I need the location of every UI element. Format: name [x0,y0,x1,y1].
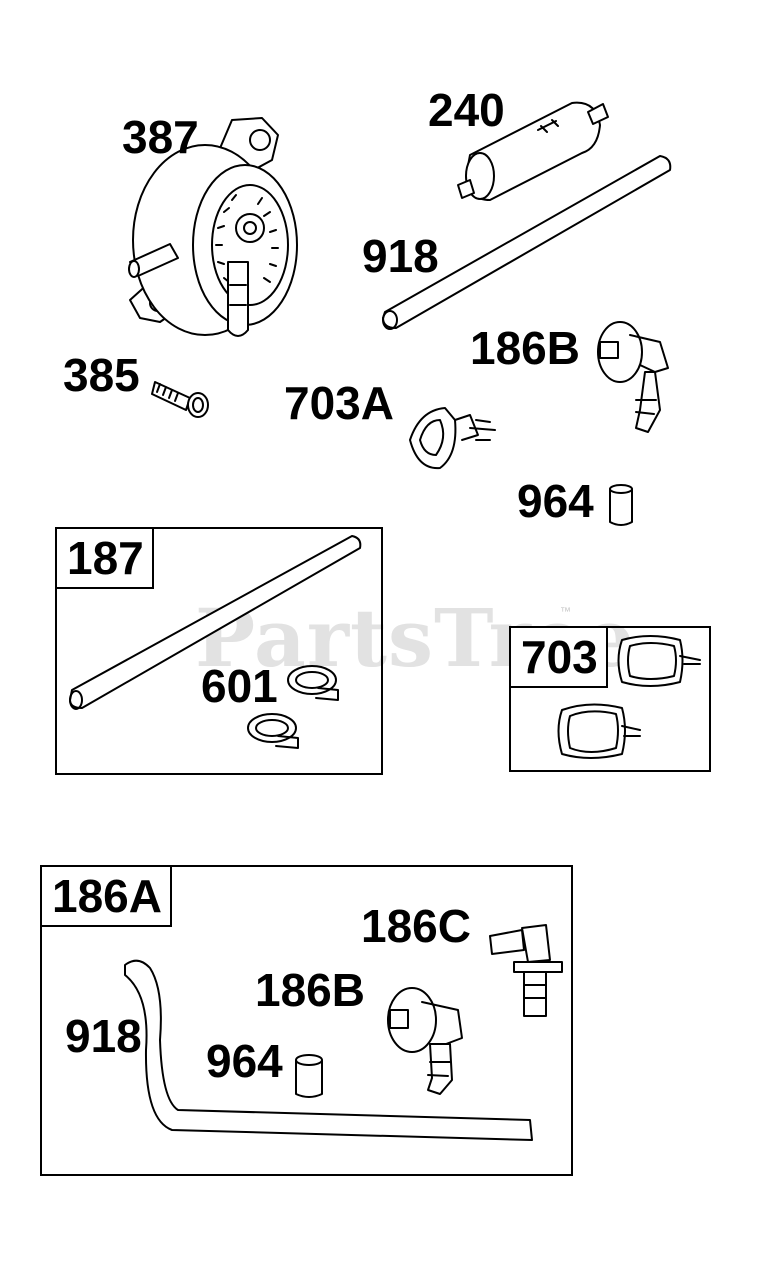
part-label-964-kit: 964 [206,1035,283,1087]
fitting-385-drawing [152,382,208,417]
trademark-mark: ™ [560,606,571,618]
part-label-186b-top: 186B [470,322,580,374]
shutoff-valve-kit-drawing [388,988,462,1094]
part-label-601: 601 [201,660,278,712]
kit-tag-703: 703 [509,626,608,688]
kit-186a-hose-drawing [125,961,532,1140]
clamps-703-drawing [559,636,701,758]
kit-box-703: 703 [509,626,711,772]
fuel-line-straight-drawing [383,156,670,329]
part-label-240: 240 [428,84,505,136]
part-label-918-kit: 918 [65,1010,142,1062]
fuel-pump-drawing [129,118,297,336]
fuel-filter-drawing [458,103,608,200]
part-label-186b-kit: 186B [255,964,365,1016]
part-label-385: 385 [63,349,140,401]
part-label-186c: 186C [361,900,471,952]
clamps-601-drawing [248,666,338,748]
sleeve-kit-drawing [296,1055,322,1097]
part-label-387: 387 [122,111,199,163]
kit-box-187: 187 [55,527,383,775]
kit-tag-186a: 186A [40,865,172,927]
kit-187-hose-drawing [70,536,360,709]
kit-tag-187: 187 [55,527,154,589]
valve-186c-drawing [490,925,562,1016]
part-label-964-top: 964 [517,475,594,527]
shutoff-valve-top-drawing [598,322,668,432]
part-label-703a: 703A [284,377,394,429]
part-label-918-top: 918 [362,230,439,282]
kit-box-186a: 186A [40,865,573,1176]
sleeve-top-drawing [610,485,632,525]
clamp-703a-drawing [410,408,495,468]
